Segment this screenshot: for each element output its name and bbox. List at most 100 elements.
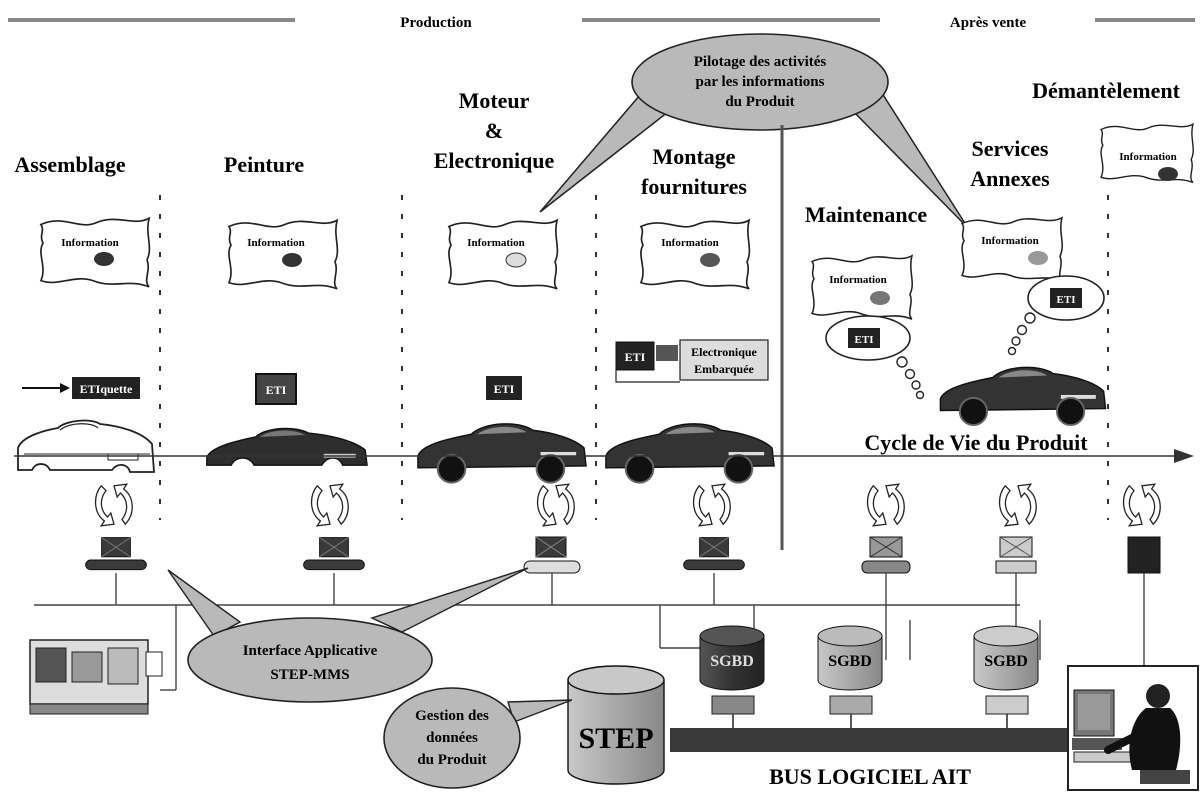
eti-tag-peinture: ETI bbox=[255, 373, 297, 405]
pilotage-line1: Pilotage des activités bbox=[694, 54, 827, 70]
chip-icon bbox=[656, 345, 678, 361]
gestion-bubble bbox=[383, 687, 521, 789]
db-adapter bbox=[711, 695, 755, 715]
stage-assemblage: Assemblage bbox=[14, 152, 125, 177]
top-banner: Production Après vente bbox=[8, 15, 1195, 31]
eti-label: ETI bbox=[266, 383, 287, 397]
eti-electronique-tag: ETI Electronique Embarquée bbox=[615, 339, 769, 383]
pilotage-callout: Pilotage des activités par les informati… bbox=[539, 33, 969, 229]
info-dot bbox=[870, 291, 890, 305]
eti-box bbox=[615, 341, 655, 371]
car-after-sales bbox=[939, 366, 1107, 427]
sgbd-label: SGBD bbox=[828, 653, 872, 670]
thought-dot bbox=[896, 356, 908, 368]
thought-bubble-services: ETI bbox=[1007, 275, 1105, 356]
etiquette-tag: ETIquette bbox=[22, 377, 140, 399]
electronique-line2: Embarquée bbox=[694, 362, 754, 376]
sync-arrows-icon bbox=[536, 483, 575, 527]
info-flag-assemblage: Information bbox=[40, 217, 151, 288]
pilotage-line3: du Produit bbox=[725, 94, 794, 110]
db-adapter bbox=[985, 695, 1029, 715]
thought-dot bbox=[911, 380, 921, 390]
info-dot bbox=[94, 252, 114, 266]
stage-demantelement: Démantèlement bbox=[1032, 78, 1181, 103]
sync-arrows-icon bbox=[998, 483, 1037, 527]
thought-bubble-maintenance: ETI bbox=[825, 315, 925, 400]
etiquette-box bbox=[72, 377, 140, 399]
electronique-line1: Electronique bbox=[691, 345, 757, 359]
bus-label: BUS LOGICIEL AIT bbox=[769, 764, 971, 789]
eti-tags: ETIquette ETI ETI ETI Electronique Embar… bbox=[22, 339, 769, 405]
terminal-icon bbox=[683, 537, 745, 571]
sync-arrows-icon bbox=[94, 483, 133, 527]
terminal-icon bbox=[303, 537, 365, 571]
software-bus: BUS LOGICIEL AIT bbox=[670, 728, 1090, 789]
terminal-icon bbox=[85, 537, 147, 571]
info-flag-montage: Information bbox=[640, 219, 751, 290]
sync-stations bbox=[85, 483, 1161, 574]
thought-dot bbox=[1011, 336, 1021, 346]
stage-peinture: Peinture bbox=[224, 152, 304, 177]
stage-headings: Assemblage Peinture Moteur & Electroniqu… bbox=[14, 78, 1180, 227]
eti-tag bbox=[1050, 288, 1082, 308]
interface-line2: STEP-MMS bbox=[270, 667, 349, 683]
sgbd-label: SGBD bbox=[984, 653, 1028, 670]
stage-moteur-l2: & bbox=[485, 118, 503, 143]
thought-dot bbox=[1007, 346, 1017, 356]
stage-services-l1: Services bbox=[972, 136, 1049, 161]
info-dot bbox=[505, 252, 527, 268]
info-label: Information bbox=[1119, 151, 1176, 163]
lifecycle-arrowhead bbox=[1174, 449, 1194, 463]
info-dot bbox=[1158, 167, 1178, 181]
sgbd-db-2: SGBD bbox=[817, 625, 883, 728]
stage-maintenance: Maintenance bbox=[805, 202, 927, 227]
sync-arrows-icon bbox=[692, 483, 731, 527]
info-label: Information bbox=[661, 237, 718, 249]
stage-moteur-l1: Moteur bbox=[459, 88, 530, 113]
db-adapter bbox=[829, 695, 873, 715]
production-label: Production bbox=[400, 15, 472, 31]
sync-arrows-icon bbox=[866, 483, 905, 527]
thought-dot bbox=[1024, 312, 1036, 324]
info-label: Information bbox=[247, 237, 304, 249]
eti-label: ETI bbox=[625, 350, 646, 364]
stage-dividers bbox=[159, 195, 1109, 520]
sgbd-db-3: SGBD bbox=[973, 625, 1039, 728]
step-label: STEP bbox=[578, 722, 653, 755]
car-painted-body bbox=[206, 427, 368, 466]
interface-line1: Interface Applicative bbox=[243, 643, 378, 659]
eti-tag-label: ETI bbox=[855, 334, 874, 346]
interface-pointer-left bbox=[167, 569, 242, 637]
info-dot bbox=[1028, 251, 1048, 265]
interface-pointer-right bbox=[370, 567, 529, 633]
terminal-icon bbox=[861, 536, 911, 574]
eti-tag bbox=[848, 328, 880, 348]
eti-tag-moteur: ETI bbox=[486, 376, 522, 400]
databases: SGBD SGBD SGBD bbox=[699, 625, 1039, 728]
car-engine bbox=[416, 422, 588, 484]
lifecycle-arrow: Cycle de Vie du Produit bbox=[14, 430, 1194, 463]
terminal-icon bbox=[523, 536, 581, 574]
eti-box bbox=[255, 373, 297, 405]
info-dot bbox=[282, 253, 302, 267]
arrow-head bbox=[60, 383, 70, 393]
eti-label: ETI bbox=[494, 382, 515, 396]
info-flag-demantelement: Information bbox=[1100, 123, 1194, 184]
apres-vente-label: Après vente bbox=[950, 15, 1027, 31]
info-label: Information bbox=[61, 237, 118, 249]
stage-services-l2: Annexes bbox=[970, 166, 1050, 191]
pilotage-line2: par les informations bbox=[696, 74, 825, 90]
step-database: STEP bbox=[567, 665, 665, 785]
information-flags: Information Information Information Info… bbox=[40, 123, 1194, 320]
info-flag-moteur: Information bbox=[448, 219, 559, 290]
etiquette-label: ETIquette bbox=[80, 382, 133, 396]
terminal-icon bbox=[1127, 536, 1161, 574]
thought-dot bbox=[915, 390, 925, 400]
sgbd-label: SGBD bbox=[710, 653, 754, 670]
gestion-line3: du Produit bbox=[417, 752, 486, 768]
car-bare-body bbox=[17, 419, 155, 473]
thought-dot bbox=[904, 368, 916, 380]
electronique-box bbox=[679, 339, 769, 381]
pilotage-bubble bbox=[631, 33, 889, 131]
